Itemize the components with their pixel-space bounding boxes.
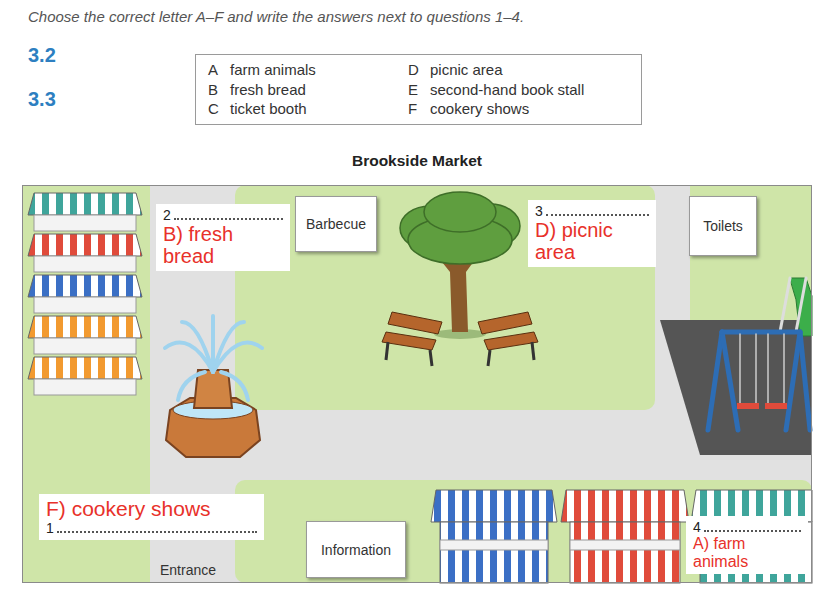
playground-floor	[660, 320, 812, 455]
road	[22, 185, 812, 583]
answer-box: 4A) farm animals	[686, 516, 808, 574]
answer-dots	[174, 208, 283, 220]
answer-line: 2	[163, 207, 283, 223]
answer-box: 3D) picnic area	[528, 200, 656, 267]
option-letter: F	[408, 99, 430, 119]
sign-text: Barbecue	[306, 216, 366, 232]
benches	[382, 312, 538, 366]
option-letter: D	[408, 60, 430, 80]
handwritten-answer: B) fresh bread	[163, 223, 283, 267]
option-letter: B	[208, 80, 230, 100]
swings	[708, 278, 812, 430]
entrance-label: Entrance	[160, 562, 216, 578]
option-text: farm animals	[230, 60, 408, 80]
sign-text: Information	[321, 542, 391, 558]
answer-box: 2B) fresh bread	[156, 204, 290, 271]
grass	[22, 185, 812, 583]
question-number: 4	[693, 519, 701, 535]
bottom-stalls	[431, 490, 812, 583]
option-text: cookery shows	[430, 99, 629, 119]
answer-dots	[546, 204, 649, 216]
answer-line: 1	[46, 520, 257, 536]
handwritten-answer: D) picnic area	[535, 219, 649, 263]
left-stalls	[28, 193, 142, 395]
sign-box: Toilets	[689, 196, 757, 256]
option-text: second-hand book stall	[430, 80, 629, 100]
option-text: ticket booth	[230, 99, 408, 119]
option-letter: E	[408, 80, 430, 100]
instruction: Choose the correct letter A–F and write …	[28, 8, 524, 25]
option-text: picnic area	[430, 60, 629, 80]
answer-dots	[704, 520, 801, 532]
handwritten-answer: F) cookery shows	[46, 497, 257, 520]
sign-text: Toilets	[703, 218, 743, 234]
sign-box: Barbecue	[295, 196, 377, 252]
option-letter: A	[208, 60, 230, 80]
market-map: Brookside Market2B) fresh breadBarbecue3…	[22, 185, 812, 583]
section-number: 3.3	[28, 88, 56, 111]
question-number: 1	[46, 520, 54, 536]
answer-box: 1F) cookery shows	[39, 494, 264, 540]
option-text: fresh bread	[230, 80, 408, 100]
sign-box: Information	[306, 521, 406, 578]
handwritten-answer: A) farm animals	[693, 535, 801, 570]
option-letter: C	[208, 99, 230, 119]
answer-line: 3	[535, 203, 649, 219]
answer-line: 4	[693, 519, 801, 535]
answer-dots	[57, 521, 257, 533]
options-box: Afarm animalsDpicnic areaBfresh breadEse…	[195, 54, 642, 125]
section-number: 3.2	[28, 44, 56, 67]
question-number: 3	[535, 203, 543, 219]
question-number: 2	[163, 207, 171, 223]
fountain	[165, 316, 262, 457]
map-title: Brookside Market	[23, 152, 811, 170]
